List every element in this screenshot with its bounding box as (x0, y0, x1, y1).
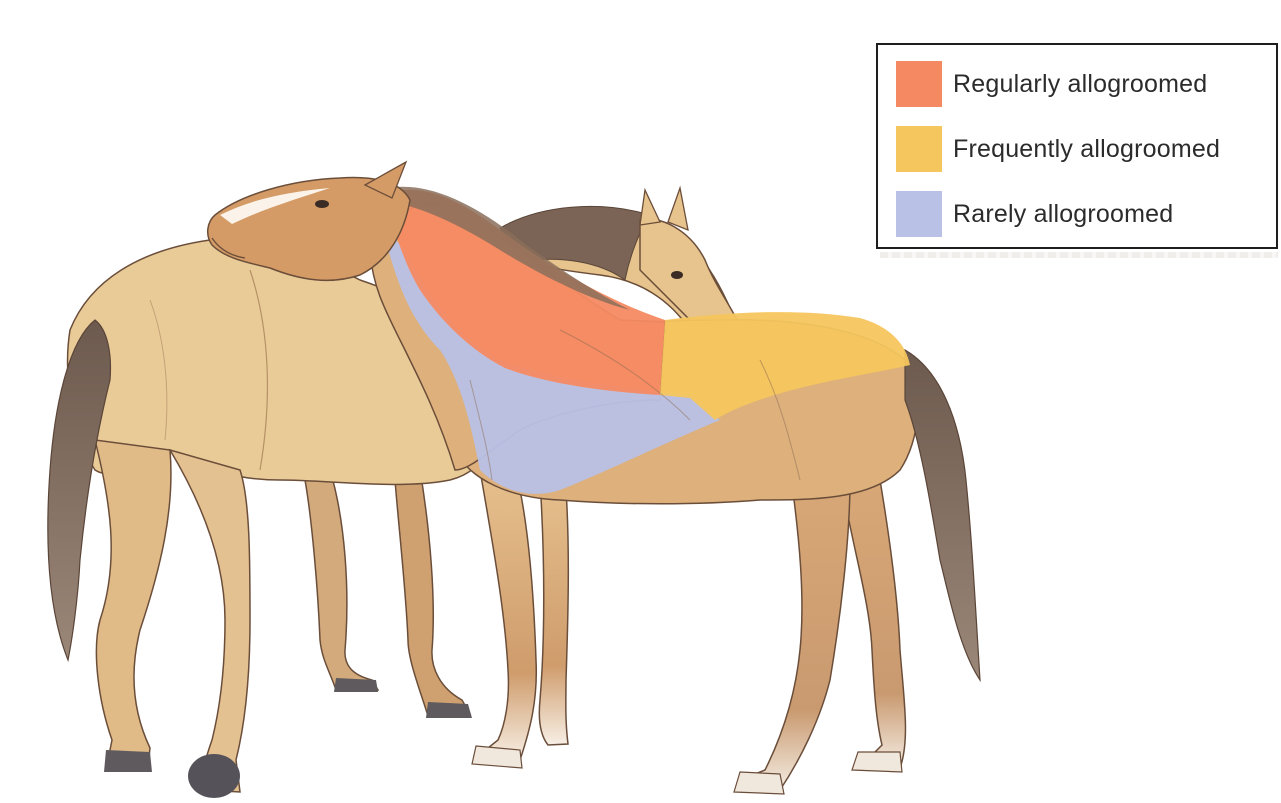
right-horse-face (640, 219, 738, 330)
center-horse-far-front-leg (539, 480, 568, 745)
hoof-icon (188, 754, 240, 798)
right-horse-ear (640, 190, 660, 225)
legend-item-rarely: Rarely allogroomed (896, 191, 1173, 237)
legend-swatch (896, 191, 942, 237)
hoof-icon (472, 746, 522, 768)
left-horse-far-hind-leg (305, 470, 378, 690)
hoof-icon (734, 772, 784, 794)
legend-label: Frequently allogroomed (953, 135, 1220, 164)
hoof-icon (104, 750, 152, 772)
center-horse-tail (905, 350, 980, 680)
left-horse-near-hind-leg (95, 440, 171, 766)
scan-artifact (880, 252, 1278, 258)
legend-label: Regularly allogroomed (953, 70, 1207, 99)
legend-item-regularly: Regularly allogroomed (896, 61, 1207, 107)
hoof-icon (426, 702, 472, 718)
legend: Regularly allogroomed Frequently allogro… (876, 43, 1278, 249)
eye-icon (315, 200, 329, 208)
left-horse-far-front-leg (395, 470, 470, 716)
left-horse-tail (48, 320, 111, 660)
center-horse-near-front-leg (478, 470, 536, 760)
legend-item-frequently: Frequently allogroomed (896, 126, 1220, 172)
left-horse-near-hind-leg-2 (170, 450, 250, 792)
legend-swatch (896, 126, 942, 172)
hoof-icon (334, 678, 378, 692)
eye-icon (671, 271, 683, 279)
hoof-icon (852, 752, 902, 772)
right-horse-ear-2 (668, 188, 688, 230)
legend-label: Rarely allogroomed (953, 200, 1173, 229)
center-horse-near-hind-leg (740, 470, 850, 790)
legend-swatch (896, 61, 942, 107)
